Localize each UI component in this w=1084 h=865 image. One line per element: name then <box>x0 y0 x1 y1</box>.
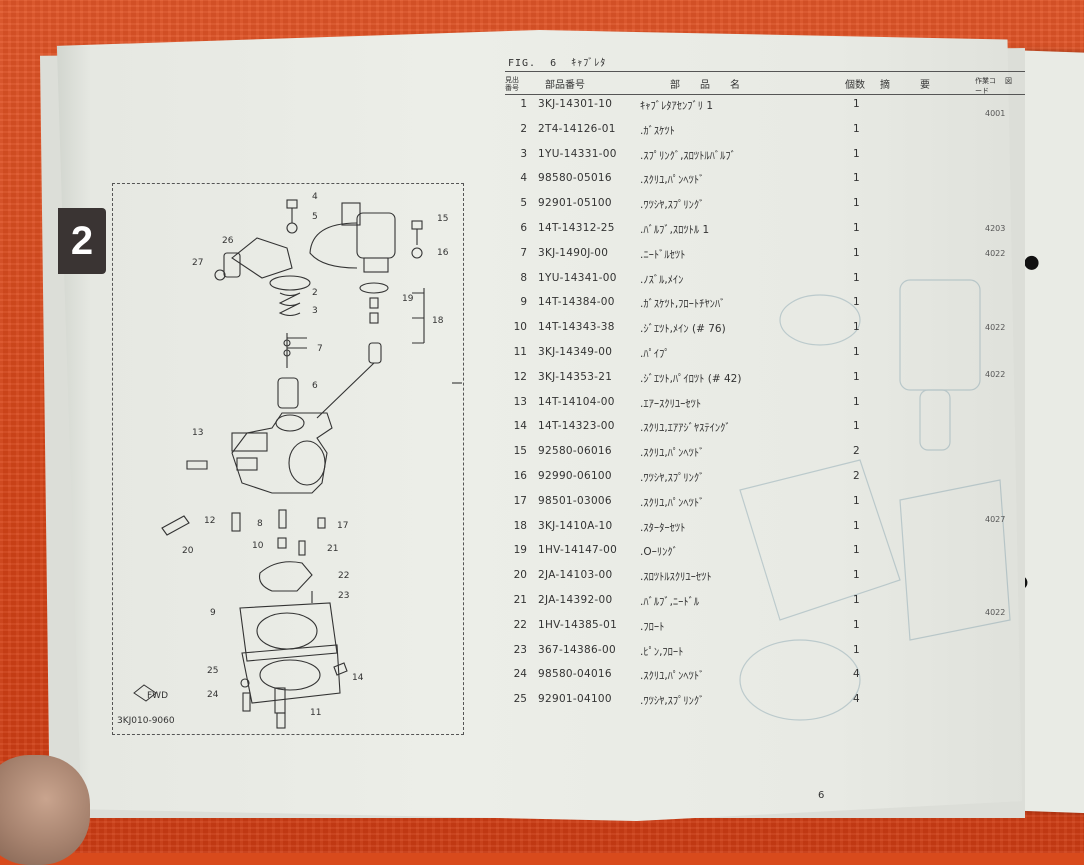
work-code: 4022 <box>985 608 1006 617</box>
svg-text:23: 23 <box>338 591 349 601</box>
work-code: 4001 <box>985 109 1006 118</box>
thumb <box>0 755 90 865</box>
diagram-frame <box>112 183 464 735</box>
catalog-page <box>56 30 1023 822</box>
col-fig: 図 <box>1005 77 1012 85</box>
col-qty: 個数 <box>845 80 865 91</box>
svg-text:2: 2 <box>312 288 318 298</box>
svg-text:15: 15 <box>437 214 448 224</box>
col-code: 作業コード <box>975 77 996 95</box>
col-part-no: 部品番号 <box>545 80 585 91</box>
col-remarks: 摘 要 <box>880 80 930 91</box>
work-code: 4022 <box>985 249 1006 258</box>
drawing-id: 3KJ010-9060 <box>117 716 175 726</box>
work-code: 4027 <box>985 515 1006 524</box>
show-through-diagram <box>739 279 1011 721</box>
svg-text:25: 25 <box>207 666 218 676</box>
svg-text:27: 27 <box>192 258 203 268</box>
figure-header: FIG. 6 ｷｬﾌﾞﾚﾀ <box>508 54 606 69</box>
figure-number: 6 <box>550 58 558 69</box>
svg-text:26: 26 <box>222 236 234 246</box>
svg-text:4: 4 <box>312 192 318 202</box>
section-tab: 2 <box>58 208 106 274</box>
work-code: 4022 <box>985 323 1006 332</box>
carburetor-exploded-diagram: 4 5 26 27 2 3 7 6 15 16 19 18 1 13 12 8 … <box>117 192 462 729</box>
svg-text:9: 9 <box>210 608 216 618</box>
svg-text:11: 11 <box>310 708 321 718</box>
figure-title: ｷｬﾌﾞﾚﾀ <box>571 58 607 69</box>
work-code: 4203 <box>985 224 1006 233</box>
page-number: 6 <box>818 790 825 801</box>
work-code: 4022 <box>985 370 1006 379</box>
svg-text:FWD: FWD <box>147 691 168 701</box>
svg-text:20: 20 <box>182 546 194 556</box>
svg-text:19: 19 <box>402 294 414 304</box>
svg-text:5: 5 <box>312 212 318 222</box>
table-header: 見出番号 部品番号 部 品 名 個数 摘 要 作業コード 図 <box>505 71 1025 95</box>
svg-text:17: 17 <box>337 521 348 531</box>
svg-text:24: 24 <box>207 690 219 700</box>
svg-text:3: 3 <box>312 306 318 316</box>
svg-text:6: 6 <box>312 381 318 391</box>
svg-text:10: 10 <box>252 541 264 551</box>
svg-text:12: 12 <box>204 516 215 526</box>
svg-text:14: 14 <box>352 673 364 683</box>
figure-label: FIG. <box>508 58 537 69</box>
svg-text:7: 7 <box>317 344 323 354</box>
svg-text:16: 16 <box>437 248 449 258</box>
svg-text:13: 13 <box>192 428 203 438</box>
svg-text:18: 18 <box>432 316 444 326</box>
svg-text:8: 8 <box>257 519 263 529</box>
svg-text:21: 21 <box>327 544 338 554</box>
binder-hole <box>1024 255 1039 271</box>
col-ref-no: 見出番号 <box>505 76 519 92</box>
col-part-name: 部 品 名 <box>670 80 740 91</box>
svg-text:22: 22 <box>338 571 349 581</box>
